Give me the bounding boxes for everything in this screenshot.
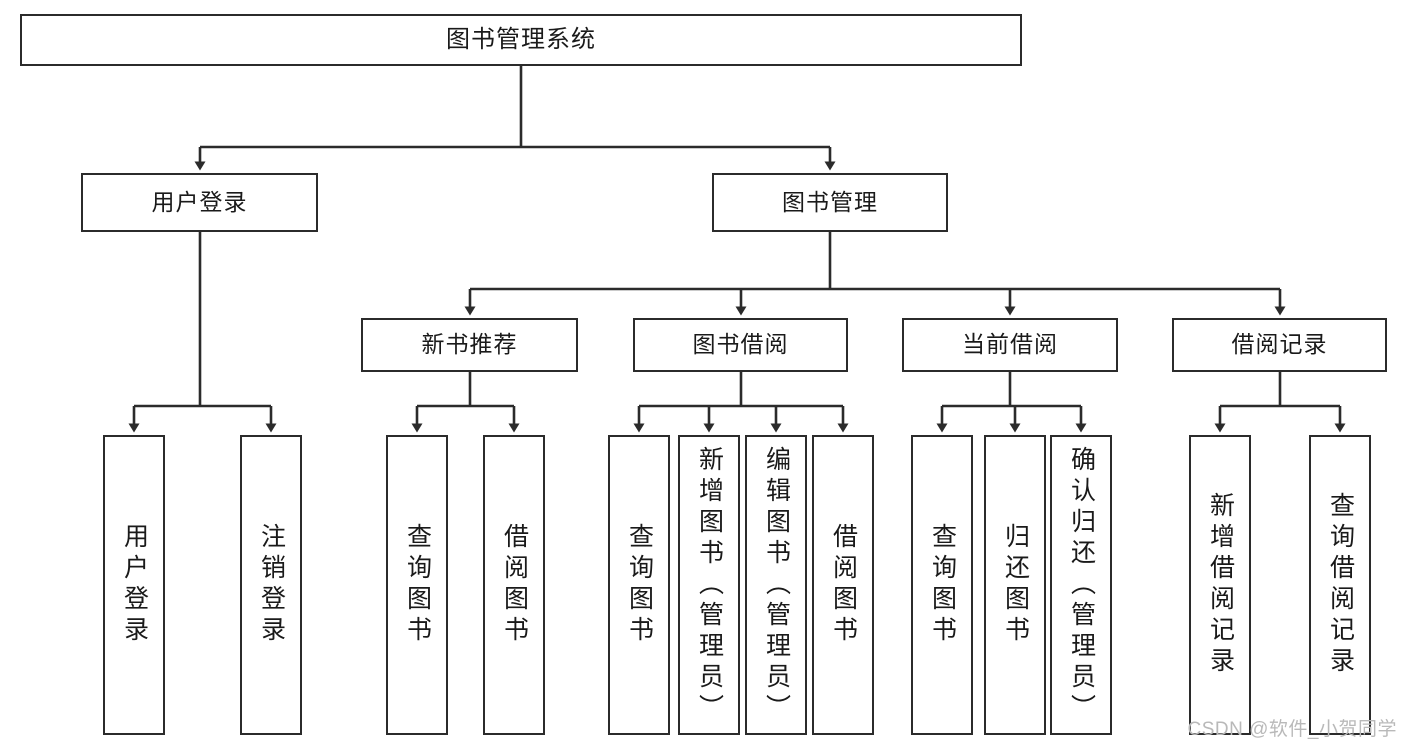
node-label: 图书借阅 (692, 331, 789, 358)
node-label: 图书管理系统 (446, 25, 596, 53)
node-label: 新增借阅记录 (1206, 492, 1235, 678)
node-label: 注销登录 (257, 523, 286, 647)
node-label: 借阅记录 (1231, 331, 1328, 358)
node-leaf-query-book-3[interactable]: 查询图书 (911, 435, 973, 735)
node-label: 借阅图书 (829, 523, 858, 647)
node-leaf-query-book-2[interactable]: 查询图书 (608, 435, 670, 735)
node-label: 图书管理 (782, 188, 878, 215)
node-leaf-confirm-return[interactable]: 确认归还（管理员） (1050, 435, 1112, 735)
node-borrow-record[interactable]: 借阅记录 (1172, 318, 1387, 372)
node-label: 借阅图书 (500, 523, 529, 647)
node-current-borrow[interactable]: 当前借阅 (902, 318, 1118, 372)
node-label: 查询图书 (928, 523, 957, 647)
node-label: 查询借阅记录 (1326, 492, 1355, 678)
node-leaf-borrow-book-2[interactable]: 借阅图书 (812, 435, 874, 735)
node-label: 确认归还（管理员） (1067, 445, 1096, 725)
node-label: 新增图书（管理员） (695, 445, 724, 725)
node-leaf-logout[interactable]: 注销登录 (240, 435, 302, 735)
node-book-manage[interactable]: 图书管理 (712, 173, 948, 232)
node-leaf-user-login[interactable]: 用户登录 (103, 435, 165, 735)
node-label: 归还图书 (1001, 523, 1030, 647)
node-label: 编辑图书（管理员） (762, 445, 791, 725)
node-leaf-return-book[interactable]: 归还图书 (984, 435, 1046, 735)
node-book-borrow[interactable]: 图书借阅 (633, 318, 848, 372)
node-user-login[interactable]: 用户登录 (81, 173, 318, 232)
node-leaf-query-record[interactable]: 查询借阅记录 (1309, 435, 1371, 735)
node-new-book-rec[interactable]: 新书推荐 (361, 318, 578, 372)
node-leaf-borrow-book-1[interactable]: 借阅图书 (483, 435, 545, 735)
node-root[interactable]: 图书管理系统 (20, 14, 1022, 66)
node-label: 用户登录 (151, 188, 248, 215)
node-leaf-add-record[interactable]: 新增借阅记录 (1189, 435, 1251, 735)
node-leaf-add-book[interactable]: 新增图书（管理员） (678, 435, 740, 735)
node-label: 用户登录 (120, 523, 149, 647)
node-label: 查询图书 (403, 523, 432, 647)
node-label: 当前借阅 (962, 331, 1058, 358)
node-label: 新书推荐 (421, 331, 518, 358)
node-leaf-edit-book[interactable]: 编辑图书（管理员） (745, 435, 807, 735)
node-label: 查询图书 (625, 523, 654, 647)
node-leaf-query-book-1[interactable]: 查询图书 (386, 435, 448, 735)
